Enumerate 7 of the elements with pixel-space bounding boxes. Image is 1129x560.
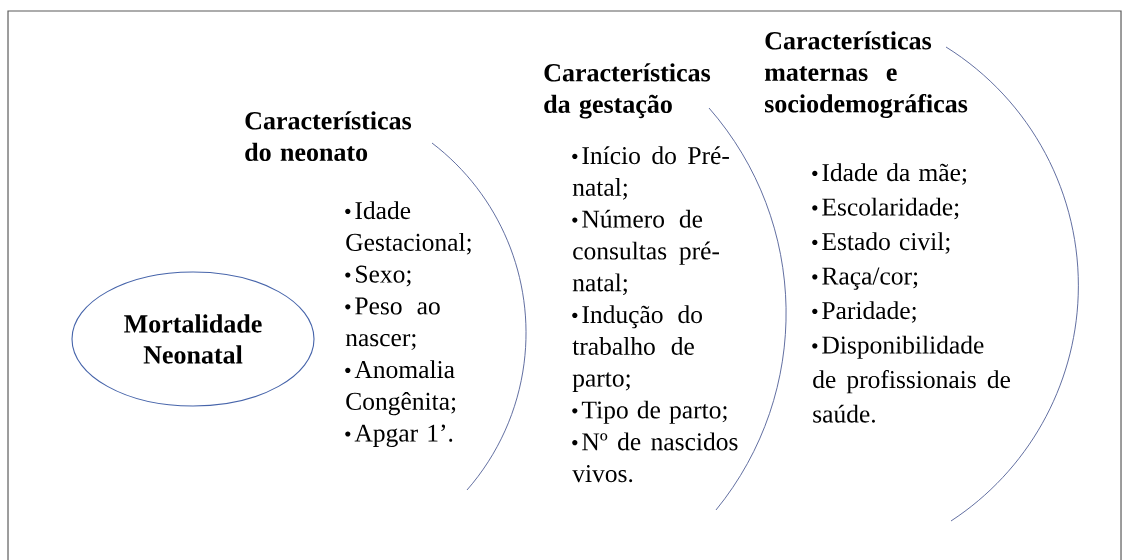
heading-text: Características do neonato <box>245 111 412 161</box>
bullet-list: Início do Pré-natal; Número de consultas pré-natal; Indução do trabalho de parto; Tipo de parto; Nº de nascidos vivos. <box>572 146 738 483</box>
bullet-list: Idade da mãe; Escolaridade; Estado civil; Raça/cor; Paridade; Disponibilidade de profissionais de saúde. <box>812 163 1010 423</box>
heading-text: Características da gestação <box>544 63 711 119</box>
ellipse-node: Mortalidade Neonatal <box>71 271 315 407</box>
bullet-list: Idade Gestacional; Sexo; Peso ao nascer; Anomalia Congênita; Apgar 1’. <box>345 201 471 447</box>
heading-text: Características maternas e sociodemográficas <box>764 31 968 118</box>
